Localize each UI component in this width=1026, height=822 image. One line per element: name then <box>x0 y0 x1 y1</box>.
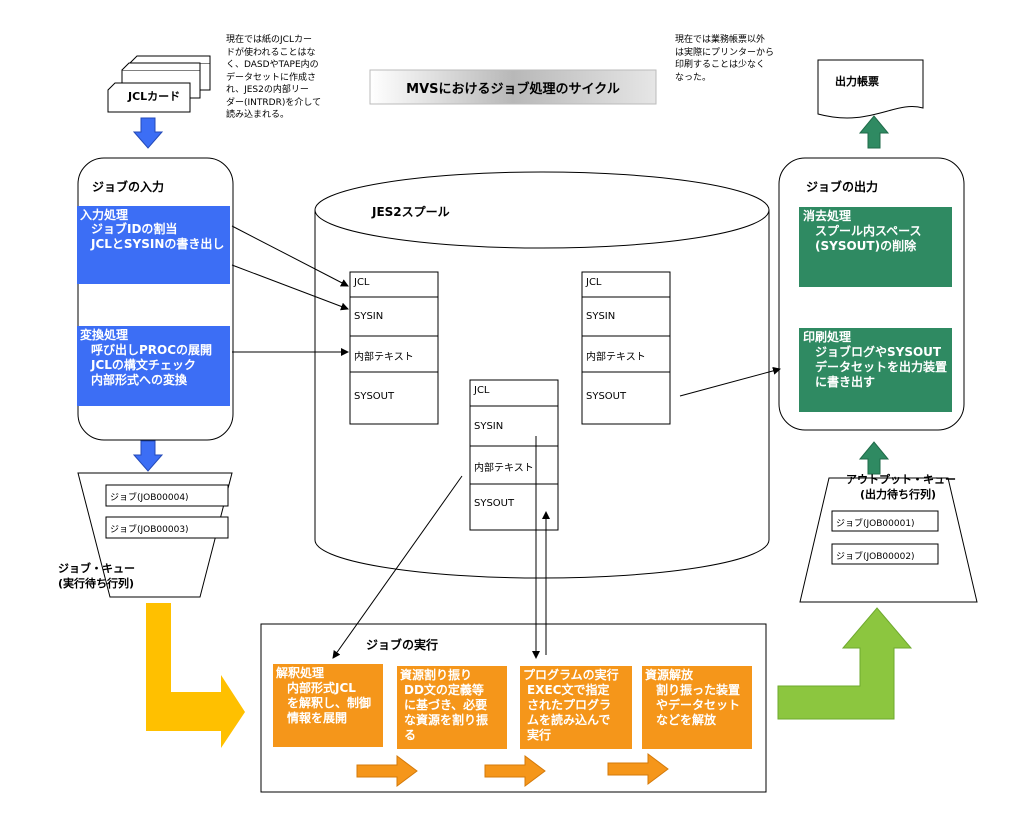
output-report-icon <box>817 59 924 119</box>
spool-left-jcl: JCL <box>354 277 370 288</box>
title-banner <box>369 69 657 105</box>
release-step-box: 資源解放 割り振った装置 やデータセット などを解放 <box>642 666 752 749</box>
spool-title: JES2スプール <box>372 205 450 219</box>
convert-process-line: 呼び出しPROCの展開 <box>91 343 213 357</box>
spool-left-sysin: SYSIN <box>354 311 384 322</box>
release-step-line: やデータセット <box>656 698 741 712</box>
output-queue-label-line2: (出力待ち行列) <box>860 488 937 501</box>
job-queue-item: ジョブ(JOB00003) <box>110 525 189 535</box>
job-queue-item: ジョブ(JOB00004) <box>110 493 189 503</box>
output-queue-item: ジョブ(JOB00002) <box>836 552 915 562</box>
output-queue-label-line1: アウトプット・キュー <box>846 473 956 486</box>
program-exec-step-box: プログラムの実行 EXEC文で指定 されたプログラ ムを読み込んで 実行 <box>520 666 632 749</box>
convert-process-line: 内部形式への変換 <box>91 373 188 387</box>
jcl-card-stack-icon <box>107 55 211 113</box>
purge-process-heading: 消去処理 <box>803 209 852 223</box>
spool-columns <box>349 271 671 531</box>
allocation-step-line: な資源を割り振 <box>404 713 489 727</box>
program-exec-step-heading: プログラムの実行 <box>523 668 619 682</box>
input-process-line: JCLとSYSINの書き出し <box>91 237 225 251</box>
convert-process-box: 変換処理 呼び出しPROCの展開 JCLの構文チェック 内部形式への変換 <box>77 326 230 406</box>
program-exec-step-line: 実行 <box>527 728 552 742</box>
program-exec-step-line: されたプログラ <box>527 698 612 712</box>
program-exec-step-line: EXEC文で指定 <box>527 683 610 697</box>
page-title: MVSにおけるジョブ処理のサイクル <box>406 82 620 97</box>
release-step-line: などを解放 <box>656 713 717 727</box>
print-process-box: 印刷処理 ジョブログやSYSOUT データセットを出力装置 に書き出す <box>799 328 952 412</box>
interpret-step-heading: 解釈処理 <box>276 666 325 680</box>
job-queue-label-line1: ジョブ・キュー <box>58 562 135 575</box>
spool-middle-sysin: SYSIN <box>474 421 504 432</box>
output-queue-item: ジョブ(JOB00001) <box>836 519 915 529</box>
spool-right-jcl: JCL <box>586 277 602 288</box>
release-step-line: 割り振った装置 <box>656 683 741 697</box>
allocation-step-heading: 資源割り振り <box>400 668 473 682</box>
allocation-step-line: る <box>404 728 417 742</box>
job-output-title: ジョブの出力 <box>806 180 879 194</box>
purge-process-line: (SYSOUT)の削除 <box>815 239 917 253</box>
print-process-line: に書き出す <box>815 375 876 389</box>
execution-title: ジョブの実行 <box>366 638 439 652</box>
jcl-card-label: JCLカード <box>128 90 181 103</box>
job-input-title: ジョブの入力 <box>92 180 165 194</box>
print-process-line: データセットを出力装置 <box>815 360 948 374</box>
input-process-line: ジョブIDの割当 <box>91 222 178 236</box>
spool-right-internal-text: 内部テキスト <box>586 352 646 363</box>
jcl-card-note: 現在では紙のJCLカー ドが使われることはな く、DASDやTAPE内の データ… <box>226 35 322 120</box>
interpret-step-line: 情報を展開 <box>287 711 348 725</box>
connector-arrows <box>231 225 781 659</box>
spool-left-internal-text: 内部テキスト <box>354 352 414 363</box>
interpret-step-line: 内部形式JCL <box>287 681 356 695</box>
convert-process-heading: 変換処理 <box>80 328 129 342</box>
interpret-step-box: 解釈処理 内部形式JCL を解釈し、制御 情報を展開 <box>273 664 383 747</box>
spool-middle-jcl: JCL <box>474 385 490 396</box>
release-step-heading: 資源解放 <box>645 668 694 682</box>
input-process-box: 入力処理 ジョブIDの割当 JCLとSYSINの書き出し <box>77 206 230 284</box>
convert-process-line: JCLの構文チェック <box>91 358 196 372</box>
allocation-step-line: に基づき、必要 <box>404 698 488 712</box>
spool-right-sysin: SYSIN <box>586 311 616 322</box>
spool-right-sysout: SYSOUT <box>586 391 627 402</box>
purge-process-line: スプール内スペース <box>815 224 922 238</box>
yellow-flow-arrow <box>146 603 245 748</box>
printer-note: 現在では業務帳票以外 は実際にプリンターから 印刷することは少なく なった。 <box>675 35 775 83</box>
input-process-heading: 入力処理 <box>80 208 129 222</box>
purge-process-box: 消去処理 スプール内スペース (SYSOUT)の削除 <box>799 207 952 287</box>
print-process-heading: 印刷処理 <box>803 330 852 344</box>
spool-middle-sysout: SYSOUT <box>474 498 515 509</box>
print-process-line: ジョブログやSYSOUT <box>815 345 942 359</box>
output-queue-trapezoid <box>799 477 978 603</box>
program-exec-step-line: ムを読み込んで <box>527 713 611 727</box>
allocation-step-line: DD文の定義等 <box>404 683 484 697</box>
output-report-label: 出力帳票 <box>835 75 879 88</box>
orange-step-arrows <box>356 753 669 787</box>
interpret-step-line: を解釈し、制御 <box>287 696 372 710</box>
spool-middle-internal-text: 内部テキスト <box>474 463 534 474</box>
lime-flow-arrow <box>777 607 913 720</box>
allocation-step-box: 資源割り振り DD文の定義等 に基づき、必要 な資源を割り振 る <box>397 666 507 749</box>
job-queue-label-line2: (実行待ち行列) <box>58 577 135 590</box>
spool-left-sysout: SYSOUT <box>354 391 395 402</box>
